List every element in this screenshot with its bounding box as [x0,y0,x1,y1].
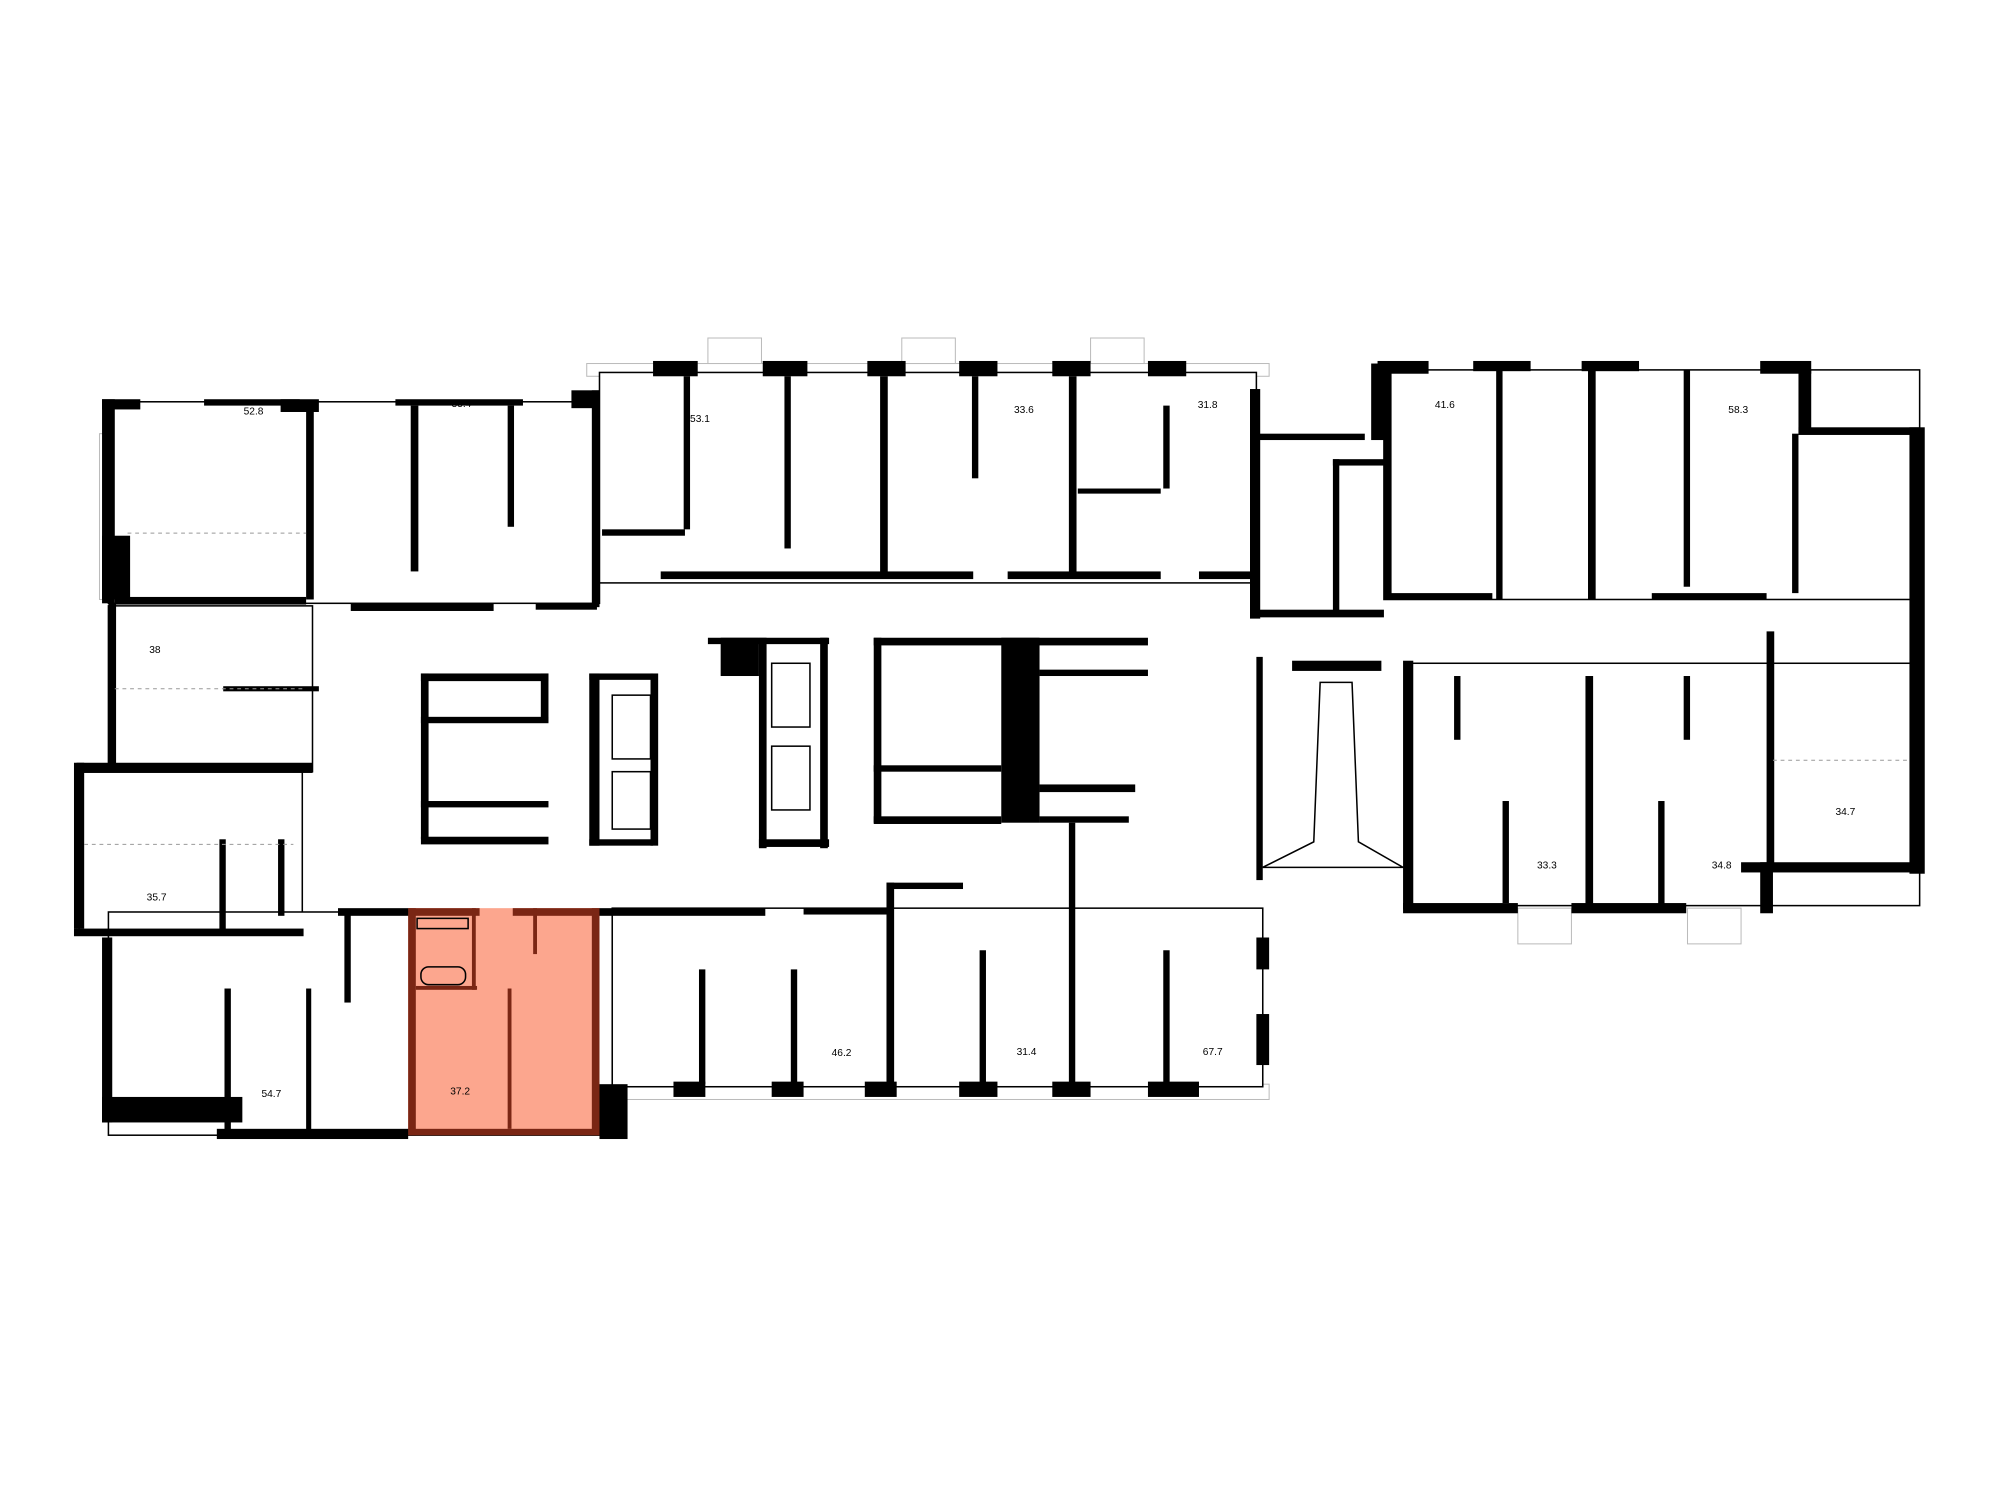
unit-area-label[interactable]: 31.8 [1198,400,1218,411]
unit-area-label[interactable]: 34.8 [1712,861,1732,872]
unit-area-label[interactable]: 41.6 [1435,400,1455,411]
unit-area-label[interactable]: 31.4 [1017,1047,1037,1058]
units-layer [78,369,1921,1136]
selected-unit-37-2[interactable] [408,908,600,1136]
unit-area-label[interactable]: 54.7 [261,1089,281,1100]
unit-area-label[interactable]: 53.1 [690,414,710,425]
unit-area-label[interactable]: 38 [149,645,161,656]
unit-area-label[interactable]: 33.6 [1014,405,1034,416]
unit-area-label[interactable]: 52.8 [244,407,264,418]
unit-area-label[interactable]: 67.7 [1203,1047,1223,1058]
zone-lines [84,532,1910,845]
elevators [611,662,1406,869]
walls [73,360,1925,1140]
unit-area-label[interactable]: 33.3 [1537,861,1557,872]
unit-area-label[interactable]: 58.3 [1728,405,1748,416]
unit-area-label[interactable]: 46.2 [832,1048,852,1059]
area-labels: 52.8 33.4 53.1 33.6 31.8 41.6 58.3 38 35… [147,399,1856,1100]
unit-area-label[interactable]: 35.7 [147,893,167,904]
unit-area-label[interactable]: 33.4 [452,399,472,410]
unit-area-label[interactable]: 37.2 [450,1086,470,1097]
unit-area-label[interactable]: 34.7 [1835,807,1855,818]
